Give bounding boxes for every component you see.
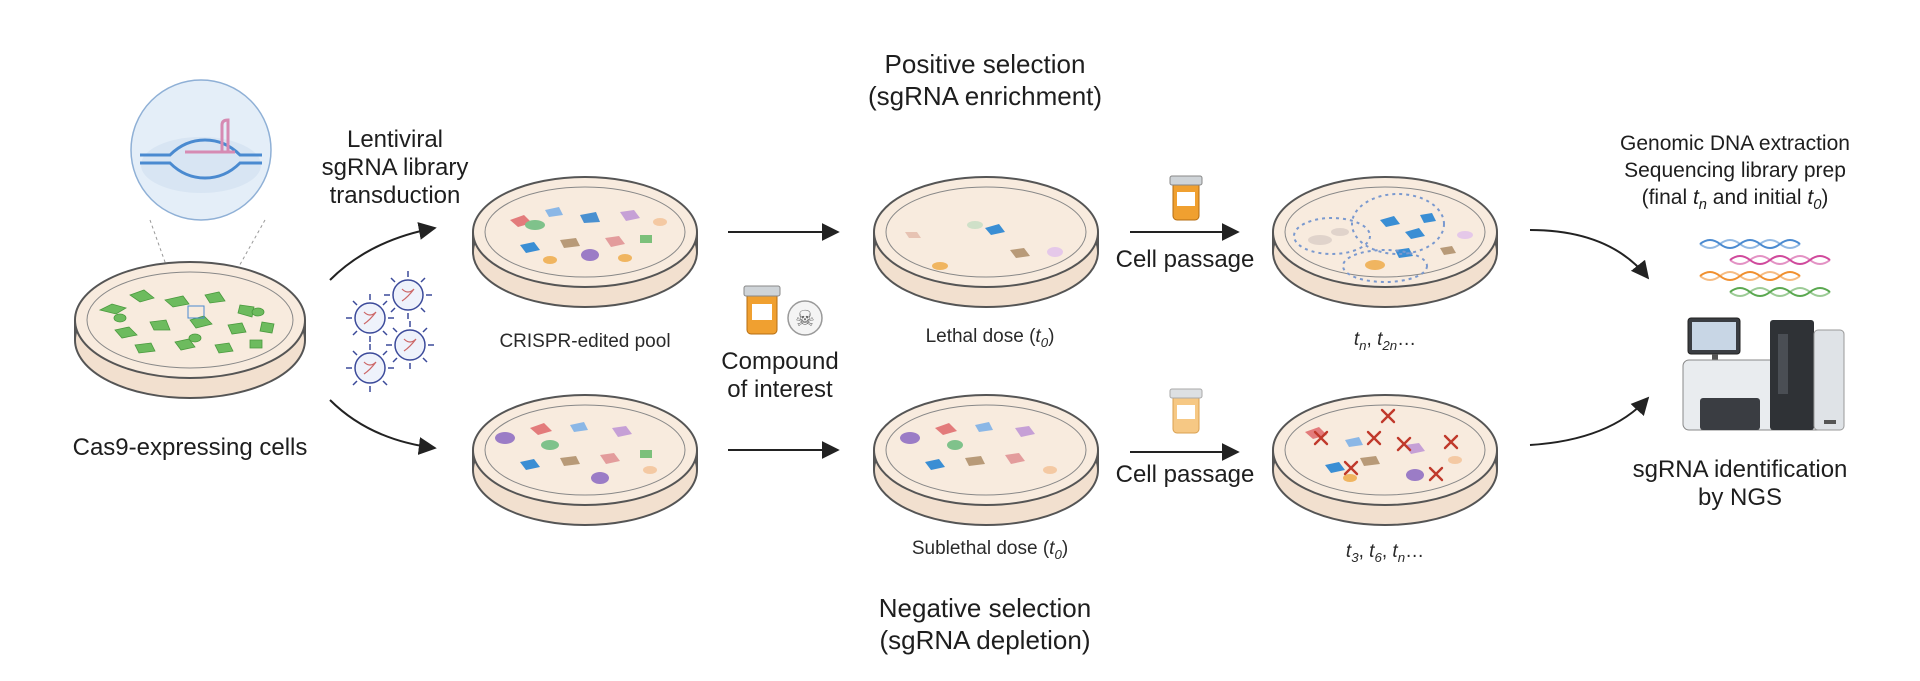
lentivirus-particles — [346, 271, 434, 392]
arrow-top-to-ngs — [1529, 229, 1650, 280]
arrow-cas9-to-pool-bottom — [329, 399, 437, 455]
dish-lethal — [873, 176, 1099, 308]
negative-selection-title: Negative selection (sgRNA depletion) — [878, 593, 1092, 655]
arrow-cas9-to-pool-top — [329, 222, 437, 281]
gdna-extraction-label: Genomic DNA extraction Sequencing librar… — [1620, 132, 1850, 214]
enriched-timepoints-label: tn, t2n… — [1353, 329, 1417, 353]
cas9-cell-cluster — [98, 289, 275, 354]
arrow-bottom-to-ngs — [1529, 396, 1650, 446]
dish-depleted — [1272, 394, 1498, 526]
cas9-cells-label: Cas9-expressing cells — [72, 434, 308, 461]
dish-enriched — [1272, 176, 1498, 308]
flow-arrows — [329, 222, 1650, 461]
positive-selection-title: Positive selection (sgRNA enrichment) — [867, 49, 1103, 111]
dish-pool-top — [472, 176, 698, 308]
sgrna-magnifier — [130, 79, 272, 319]
crispr-pool-label: CRISPR-edited pool — [499, 331, 671, 352]
lentiviral-transduction-label: Lentiviral sgRNA library transduction — [321, 126, 469, 209]
sublethal-dose-label: Sublethal dose (t0) — [911, 538, 1069, 562]
pill-bottle-bottom — [1169, 388, 1203, 434]
dna-strands — [1699, 239, 1831, 297]
dish-cas9-cells — [74, 261, 306, 399]
dish-pool-bottom — [472, 394, 698, 526]
ngs-sequencer — [1682, 317, 1845, 431]
dish-sublethal — [873, 394, 1099, 526]
lethal-dose-label: Lethal dose (t0) — [925, 326, 1055, 350]
depletion-x-marks — [1313, 408, 1459, 482]
pill-bottle-top — [1169, 175, 1203, 221]
depleted-timepoints-label: t3, t6, tn… — [1345, 541, 1425, 565]
cell-passage-top-label: Cell passage — [1115, 246, 1255, 273]
ngs-identification-label: sgRNA identification by NGS — [1632, 456, 1848, 511]
skull-glyph: ☠ — [795, 307, 815, 332]
compound-label: Compound of interest — [721, 348, 839, 403]
skull-icon — [787, 300, 823, 336]
cell-passage-bottom-label: Cell passage — [1115, 461, 1255, 488]
compound-icons: ☠ — [743, 285, 823, 336]
